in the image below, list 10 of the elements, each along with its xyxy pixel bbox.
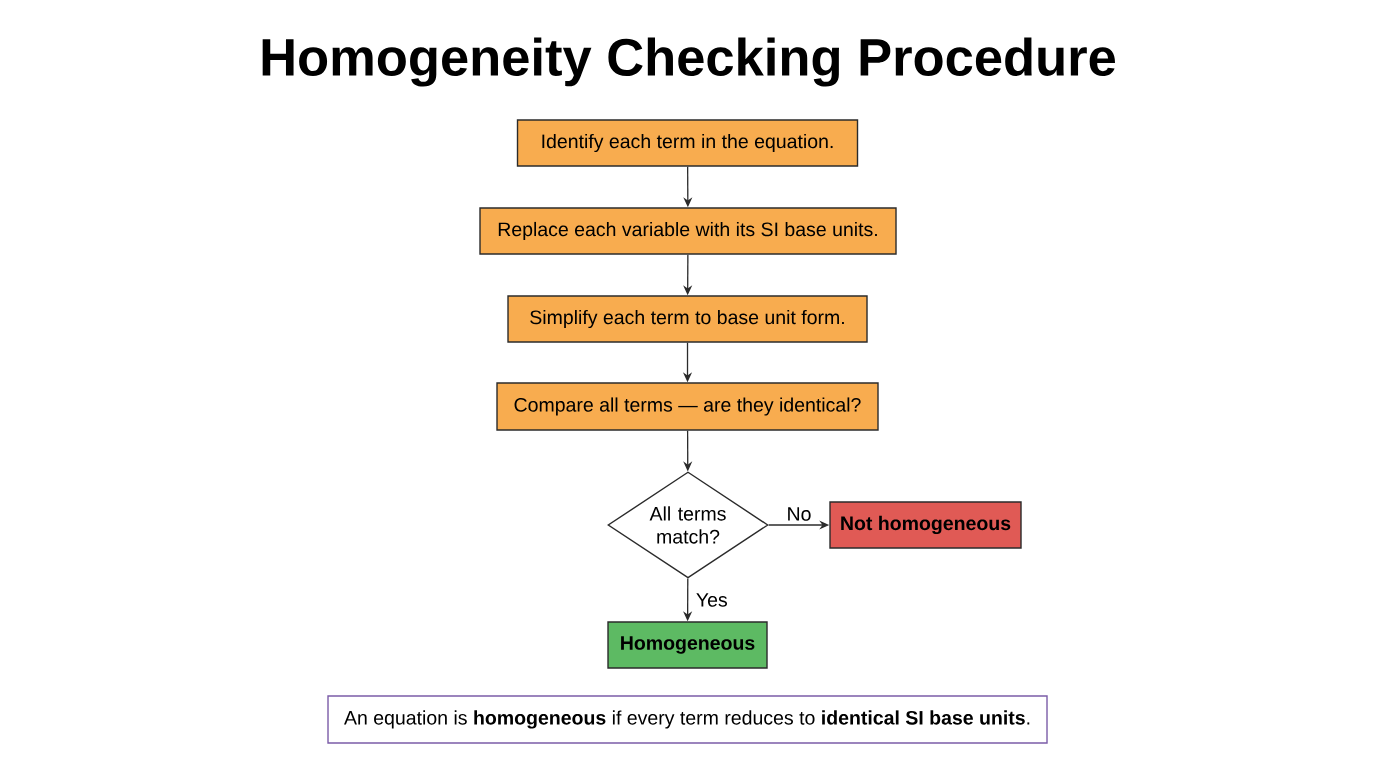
result-box: Not homogeneous — [829, 501, 1022, 549]
title: Homogeneity Checking Procedure — [262, 37, 1115, 87]
process-box: Replace each variable with its SI base units. — [479, 207, 897, 255]
note-box: An equation is homogeneous if every term reduces to identical SI base units. — [327, 695, 1048, 744]
process-box: Compare all terms — are they identical? — [496, 382, 879, 431]
process-box: Simplify each term to base unit form. — [507, 295, 868, 343]
edge-label: Yes — [693, 591, 730, 609]
edge-label: No — [784, 505, 814, 523]
process-box: Identify each term in the equation. — [516, 119, 859, 167]
result-box: Homogeneous — [607, 621, 768, 669]
